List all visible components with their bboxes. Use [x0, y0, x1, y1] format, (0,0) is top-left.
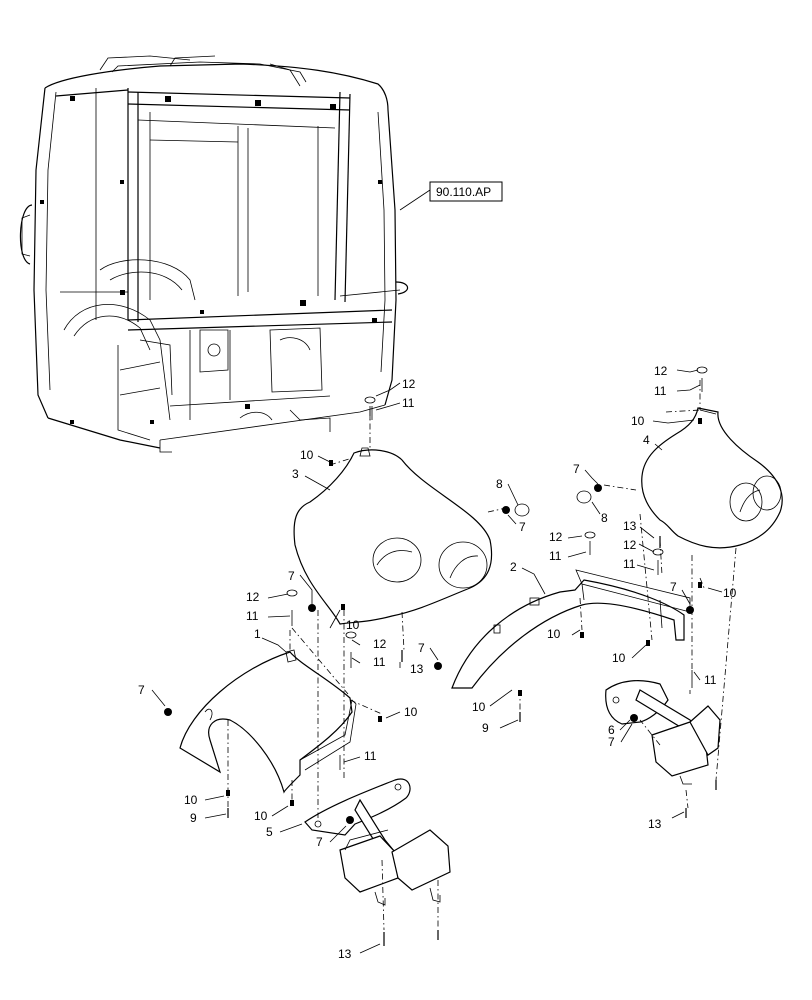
callout-11: 11: [704, 673, 717, 687]
callout-11: 11: [549, 549, 562, 563]
callout-5: 5: [266, 825, 273, 839]
callout-10: 10: [631, 414, 645, 428]
fender-part-4: [641, 407, 783, 549]
callout-12: 12: [654, 364, 668, 378]
callout-7: 7: [519, 520, 526, 534]
callout-11: 11: [402, 396, 415, 410]
reference-callout[interactable]: 90.110.AP: [399, 181, 503, 211]
callout-10: 10: [404, 705, 418, 719]
callout-7: 7: [418, 641, 425, 655]
callout-12: 12: [623, 538, 637, 552]
callout-10: 10: [346, 618, 360, 632]
fasteners: [164, 366, 717, 946]
callout-1: 1: [254, 627, 261, 641]
fender-part-2: [451, 569, 691, 689]
callout-11: 11: [373, 655, 386, 669]
reference-label: 90.110.AP: [436, 185, 491, 199]
callout-12: 12: [402, 377, 416, 391]
fender-part-1: [179, 649, 357, 794]
callout-11: 11: [246, 609, 259, 623]
callout-13: 13: [338, 947, 352, 961]
callout-8: 8: [496, 477, 503, 491]
callout-3: 3: [292, 467, 299, 481]
callout-10: 10: [472, 700, 486, 714]
callout-11: 11: [364, 749, 377, 763]
callout-13: 13: [648, 817, 662, 831]
callout-12: 12: [373, 637, 387, 651]
callout-11: 11: [623, 557, 636, 571]
callout-7: 7: [573, 462, 580, 476]
callout-7: 7: [288, 569, 295, 583]
callout-7: 7: [316, 835, 323, 849]
bracket-part-5: [304, 778, 451, 906]
callout-13: 13: [410, 662, 424, 676]
cab-frame: [19, 55, 409, 453]
callout-4: 4: [643, 433, 650, 447]
leader-lines: [151, 369, 723, 954]
callout-10: 10: [300, 448, 314, 462]
callout-8: 8: [601, 511, 608, 525]
callout-10: 10: [612, 651, 626, 665]
callout-10: 10: [184, 793, 198, 807]
callout-12: 12: [246, 590, 260, 604]
callout-9: 9: [482, 721, 489, 735]
callout-13: 13: [623, 519, 637, 533]
callout-7: 7: [670, 580, 677, 594]
callout-10: 10: [254, 809, 268, 823]
callout-12: 12: [549, 530, 563, 544]
callout-6: 6: [608, 723, 615, 737]
bracket-part-6: [605, 680, 721, 785]
callout-10: 10: [723, 586, 737, 600]
callout-7: 7: [138, 683, 145, 697]
callout-labels: 12 11 10 3 8 7 12 11 10 4 7 8 13 12 11 1…: [138, 364, 737, 961]
callout-10: 10: [547, 627, 561, 641]
callout-2: 2: [510, 560, 517, 574]
fender-part-3: [293, 447, 493, 625]
callout-7: 7: [608, 735, 615, 749]
callout-9: 9: [190, 811, 197, 825]
callout-11: 11: [654, 384, 667, 398]
